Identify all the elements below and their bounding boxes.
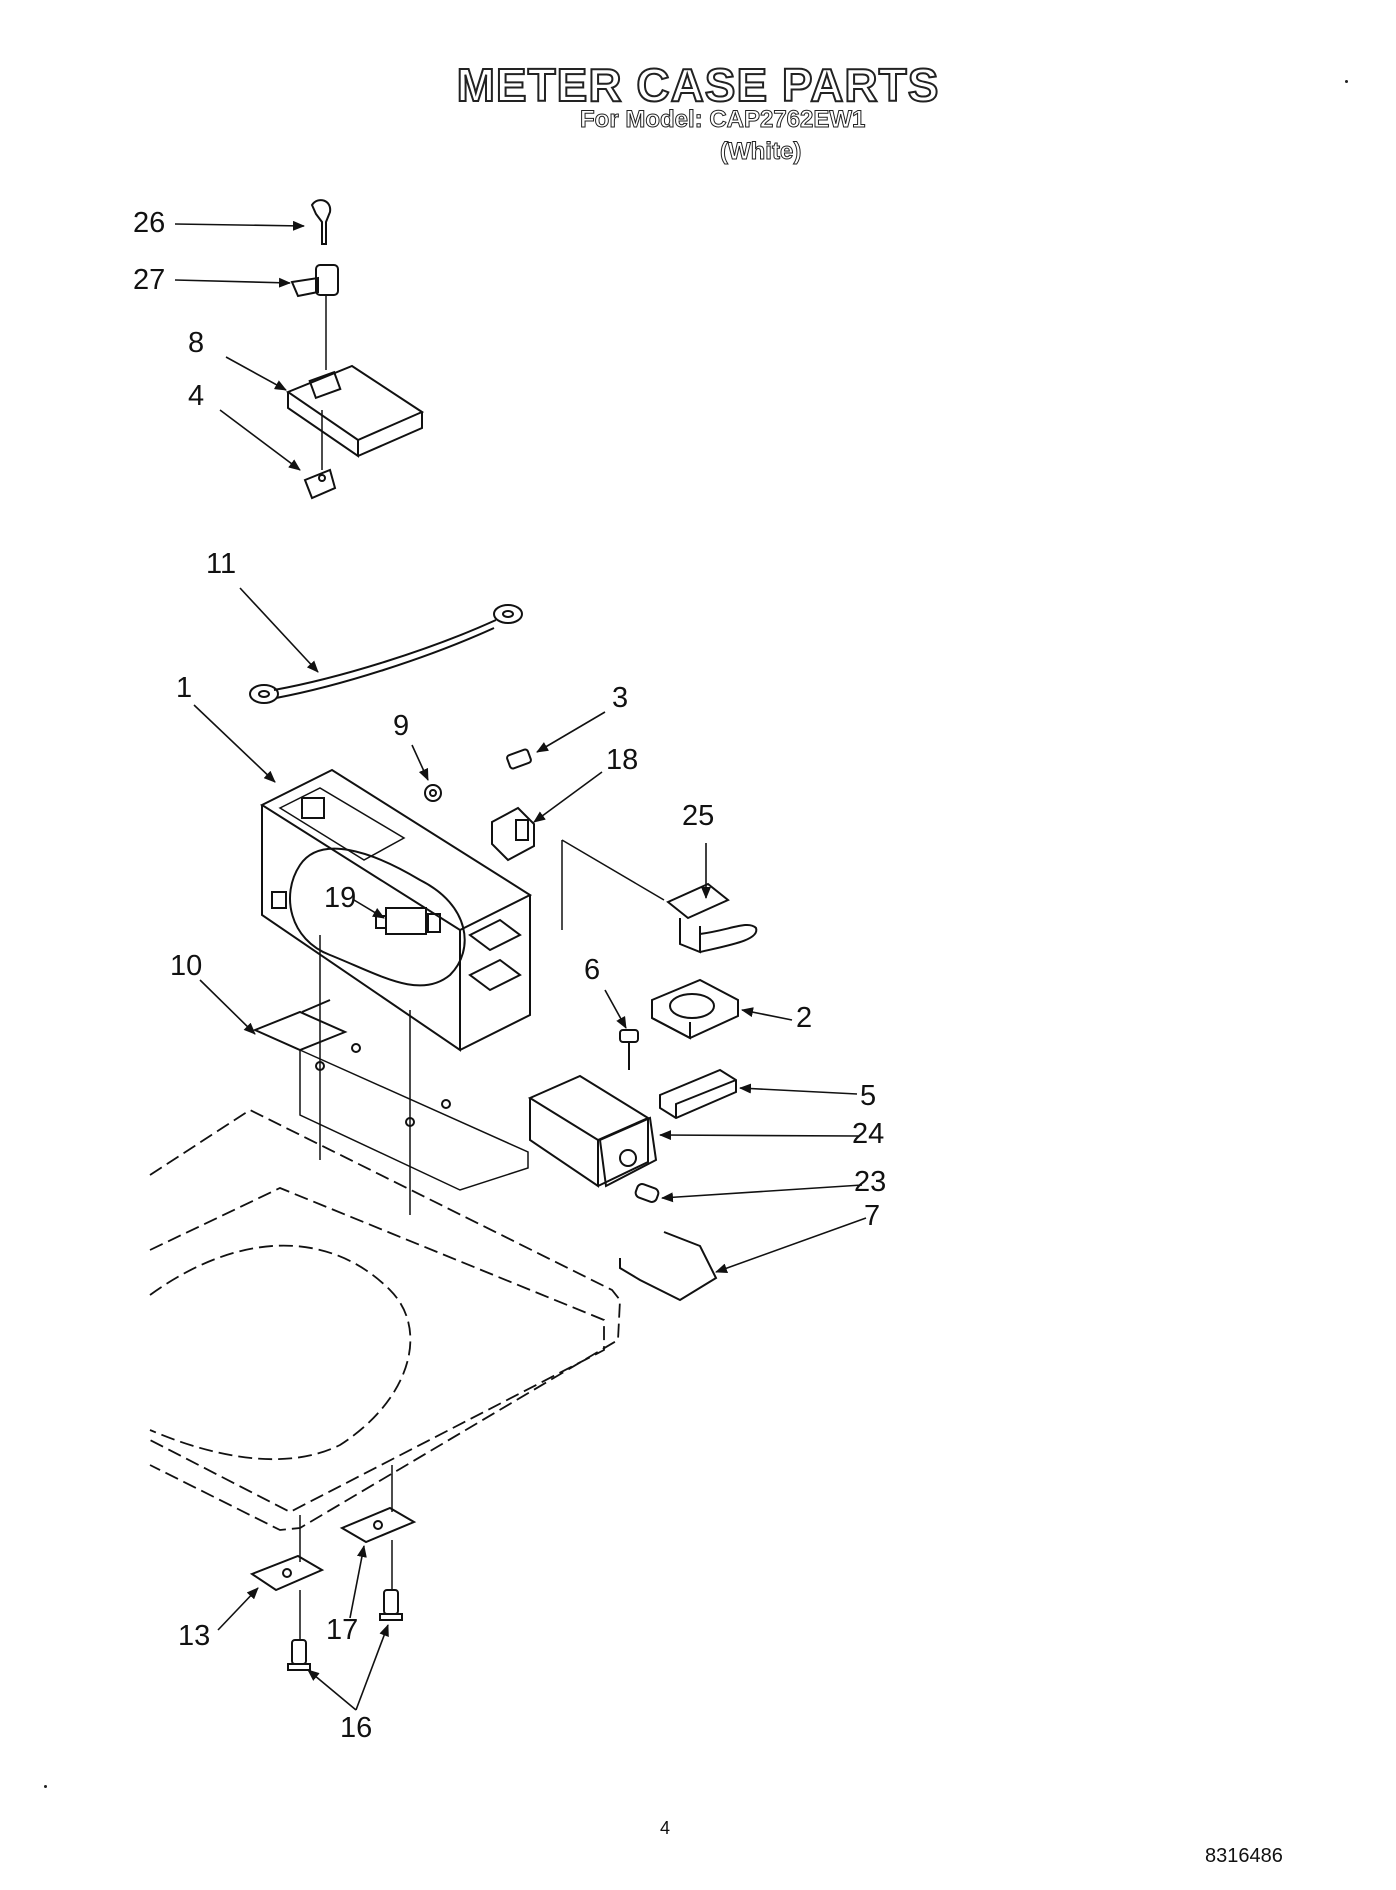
callout-11: 11 <box>206 548 237 580</box>
part-11-wire <box>249 604 523 704</box>
callout-leaders <box>174 220 867 1711</box>
washer-top-panel <box>149 1108 621 1531</box>
page-number: 4 <box>660 1818 671 1838</box>
part-1-meter-case <box>259 768 533 1052</box>
part-5-bracket <box>659 1068 737 1120</box>
scan-dot <box>44 1785 47 1788</box>
callout-19: 19 <box>324 882 357 914</box>
model-line: For Model: CAP2762EW1 <box>579 106 866 134</box>
color-line: (White) <box>719 138 802 166</box>
callout-5: 5 <box>860 1080 877 1112</box>
part-17-clip <box>339 1465 417 1544</box>
part-2-cup <box>651 978 739 1040</box>
part-26-key <box>310 199 332 245</box>
callout-6: 6 <box>584 954 601 986</box>
document-code: 8316486 <box>1205 1845 1283 1867</box>
page-title: METER CASE PARTS <box>456 58 940 112</box>
callout-18: 18 <box>606 744 639 776</box>
part-25-mechanism <box>666 882 758 954</box>
part-13-clip <box>249 1515 325 1592</box>
part-19-switch <box>375 907 441 935</box>
part-8-bracket <box>285 364 425 470</box>
part-16-screws <box>287 1540 403 1671</box>
callout-1: 1 <box>176 672 193 704</box>
callout-24: 24 <box>852 1118 885 1150</box>
callout-8: 8 <box>188 327 205 359</box>
part-9-washer <box>424 784 442 802</box>
callout-26: 26 <box>133 207 166 239</box>
callout-17: 17 <box>326 1614 359 1646</box>
callout-10: 10 <box>170 950 203 982</box>
part-3-screw <box>506 748 532 770</box>
scan-dot <box>1345 80 1348 83</box>
callout-27: 27 <box>133 264 166 296</box>
part-4-clip <box>303 468 337 500</box>
part-18-relay <box>491 806 535 862</box>
callout-23: 23 <box>854 1166 887 1198</box>
callout-3: 3 <box>612 682 629 714</box>
part-23-key <box>634 1183 660 1203</box>
part-6-screw <box>619 1029 639 1070</box>
callout-25: 25 <box>682 800 715 832</box>
callout-16: 16 <box>340 1712 373 1744</box>
callout-4: 4 <box>188 380 205 412</box>
part-10-baseplate <box>252 935 529 1215</box>
part-7-plate <box>619 1231 718 1302</box>
part-27-lock <box>290 264 339 370</box>
part-24-coinbox <box>527 1074 658 1188</box>
callout-13: 13 <box>178 1620 211 1652</box>
callout-2: 2 <box>796 1002 813 1034</box>
callout-9: 9 <box>393 710 410 742</box>
callout-7: 7 <box>864 1200 881 1232</box>
